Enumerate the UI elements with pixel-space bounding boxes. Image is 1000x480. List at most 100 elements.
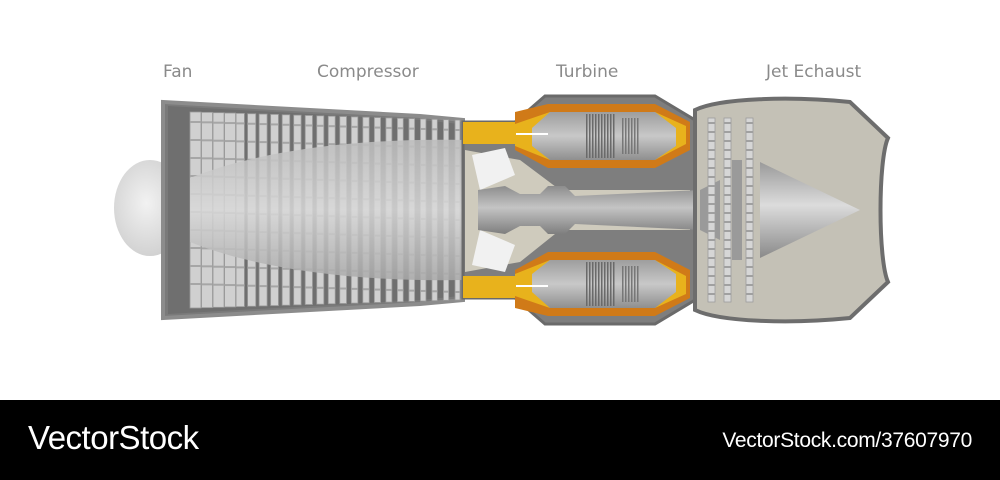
exhaust-blade-notch xyxy=(746,185,753,187)
exhaust-blade-notch xyxy=(708,239,715,241)
exhaust-blade-notch xyxy=(708,140,715,142)
blade-notch xyxy=(293,142,302,145)
turbine-blade xyxy=(622,118,624,154)
exhaust-blade-notch xyxy=(724,257,731,259)
exhaust-blade-column xyxy=(707,117,716,303)
turbine-blade xyxy=(625,266,627,302)
blade-notch xyxy=(282,123,290,126)
blade-notch xyxy=(374,126,381,129)
exhaust-blade-notch xyxy=(708,275,715,277)
turbine-blade xyxy=(613,114,615,158)
turbine-blade xyxy=(601,262,603,306)
exhaust-blade-notch xyxy=(708,122,715,124)
blade-notch xyxy=(236,158,245,161)
exhaust-label: Jet Echaust xyxy=(766,62,862,82)
blade-notch xyxy=(270,267,279,270)
blade-notch xyxy=(247,122,256,125)
exhaust-blade-notch xyxy=(724,275,731,277)
turbine-blade xyxy=(604,114,606,158)
blade-notch xyxy=(190,157,201,159)
turbine-label: Turbine xyxy=(556,62,619,82)
blade-notch xyxy=(190,265,201,267)
exhaust-blade-notch xyxy=(724,194,731,196)
exhaust-blade-notch xyxy=(746,122,753,124)
blade-notch xyxy=(259,141,268,144)
turbine-blade xyxy=(592,114,594,158)
turbine-blade xyxy=(625,118,627,154)
exhaust-blade-notch xyxy=(746,257,753,259)
blade-notch xyxy=(201,121,213,124)
blade-notch xyxy=(374,288,381,291)
turbine-blade xyxy=(604,262,606,306)
blade-notch xyxy=(351,125,358,128)
turbine-blade xyxy=(595,262,597,306)
exhaust-blade-notch xyxy=(724,248,731,250)
blade-notch xyxy=(190,247,201,249)
blade-notch xyxy=(420,289,426,292)
turbine-blade xyxy=(598,262,600,306)
blade-notch xyxy=(397,289,404,292)
blade-notch xyxy=(293,124,302,127)
exhaust-blade-notch xyxy=(746,266,753,268)
exhaust-blade-notch xyxy=(746,149,753,151)
inlet-highlight-lower xyxy=(472,230,515,272)
blade-notch xyxy=(282,285,290,288)
blade-notch xyxy=(362,126,370,129)
blade-notch xyxy=(201,247,213,250)
blade-notch xyxy=(224,266,236,269)
blade-notch xyxy=(328,143,336,146)
turbine-lower-blades xyxy=(586,262,639,306)
exhaust-blade-notch xyxy=(724,293,731,295)
exhaust-blade-notch xyxy=(708,266,715,268)
exhaust-cone xyxy=(760,162,860,258)
turbine-blade xyxy=(622,266,624,302)
blade-notch xyxy=(236,266,245,269)
exhaust-blade-notch xyxy=(746,230,753,232)
turbine-blade xyxy=(589,262,591,306)
turbine-upper-blades xyxy=(586,114,639,158)
turbine-blade xyxy=(601,114,603,158)
blade-notch xyxy=(213,121,225,124)
exhaust-blade-notch xyxy=(746,203,753,205)
turbine-blade xyxy=(637,266,639,302)
blade-notch xyxy=(431,290,438,293)
exhaust-blade-notch xyxy=(708,230,715,232)
exhaust-blade-notch xyxy=(746,131,753,133)
blade-notch xyxy=(328,287,336,290)
exhaust-blade-notch xyxy=(708,203,715,205)
blade-notch xyxy=(443,128,449,131)
exhaust-blade-notch xyxy=(708,221,715,223)
blade-notch xyxy=(362,288,370,291)
exhaust-blade-notch xyxy=(708,131,715,133)
blade-notch xyxy=(339,125,347,128)
blade-notch xyxy=(201,157,213,160)
main-shaft xyxy=(478,186,700,234)
blade-notch xyxy=(305,286,313,289)
exhaust-blade-notch xyxy=(708,176,715,178)
blade-notch xyxy=(236,284,245,287)
blade-notch xyxy=(339,287,347,290)
exhaust-hub xyxy=(732,160,742,260)
blade-notch xyxy=(431,128,438,131)
blade-notch xyxy=(259,267,268,270)
turbine-blade xyxy=(586,114,588,158)
blade-notch xyxy=(190,283,201,285)
exhaust-blade-notch xyxy=(708,167,715,169)
blade-notch xyxy=(190,139,201,141)
turbine-blade xyxy=(628,266,630,302)
exhaust-blade-notch xyxy=(746,275,753,277)
exhaust-blade-notch xyxy=(724,212,731,214)
blade-notch xyxy=(224,122,236,125)
compressor-label: Compressor xyxy=(317,62,419,82)
blade-notch xyxy=(236,122,245,125)
exhaust-blade-notch xyxy=(708,194,715,196)
turbine-blade xyxy=(631,266,633,302)
turbine-blade xyxy=(592,262,594,306)
turbine-blade xyxy=(607,262,609,306)
exhaust-blade-notch xyxy=(708,212,715,214)
blade-notch xyxy=(213,283,225,286)
footer-bar: VectorStock VectorStock.com/37607970 xyxy=(0,400,1000,480)
blade-notch xyxy=(397,127,404,130)
blade-notch xyxy=(213,157,225,160)
blade-notch xyxy=(408,127,415,130)
